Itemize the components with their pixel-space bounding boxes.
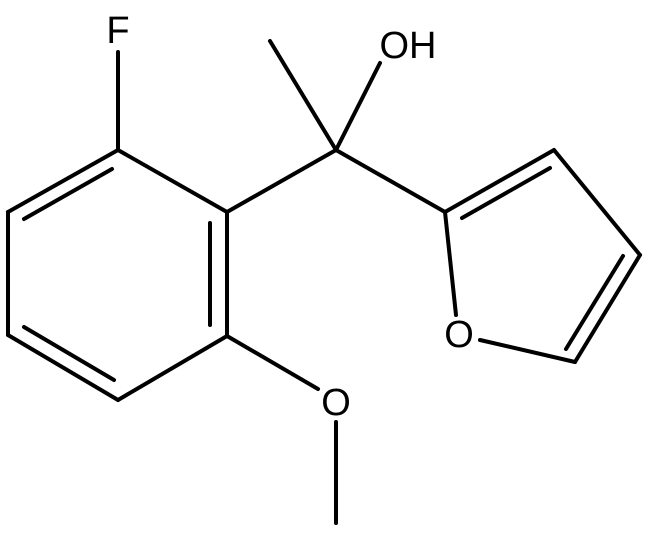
bond-ring-1-inner	[22, 167, 114, 221]
benzene-ring	[6, 148, 229, 402]
bond-ring-6	[116, 148, 229, 214]
bond-c-oh	[334, 61, 382, 152]
furan-ring	[443, 148, 642, 364]
bond-furan-3	[573, 253, 642, 364]
bond-ring-to-carbinol	[225, 148, 338, 214]
bond-furan-1-inner	[460, 166, 552, 220]
bond-furan-5	[443, 210, 458, 317]
bond-furan-2	[552, 148, 642, 257]
bond-carbinol-to-furan	[334, 148, 447, 214]
bond-c-ome	[225, 334, 320, 391]
bond-furan-3-inner	[564, 254, 625, 351]
atom-label-furan-oxygen: O	[444, 314, 474, 356]
atom-label-methoxy-oxygen: O	[321, 382, 351, 424]
bond-ring-1	[6, 148, 120, 214]
bond-methyl	[268, 39, 338, 152]
bond-furan-4	[478, 338, 577, 364]
bond-furan-1	[443, 148, 556, 214]
atom-label-fluorine: F	[106, 10, 129, 52]
bond-ring-3	[6, 333, 120, 402]
atom-label-hydroxyl: OH	[380, 25, 437, 67]
bond-ring-3-inner	[22, 325, 116, 382]
bond-ring-4	[116, 334, 229, 402]
